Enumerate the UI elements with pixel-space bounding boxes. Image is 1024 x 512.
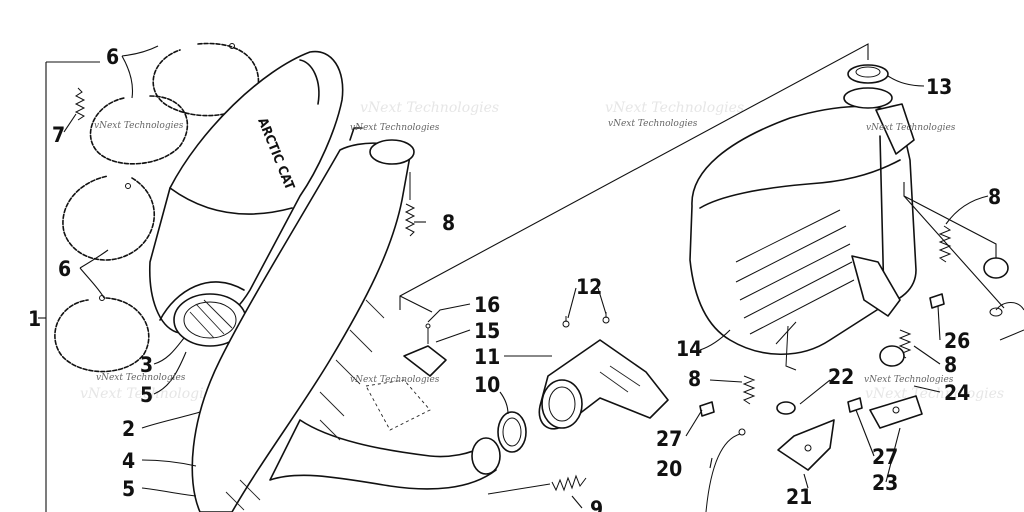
callout-label: 21 bbox=[786, 485, 812, 509]
callout-label: 1 bbox=[28, 307, 41, 331]
watermark-text: vNext Technologies bbox=[350, 375, 440, 385]
callout-label: 5 bbox=[122, 477, 135, 501]
watermark-text: vNext Technologies bbox=[350, 123, 440, 133]
callout-label: 7 bbox=[52, 123, 65, 147]
callout-leaders bbox=[63, 45, 989, 509]
callout-label: 9 bbox=[590, 497, 603, 512]
callout-label: 13 bbox=[926, 75, 952, 99]
callout-label: 6 bbox=[58, 257, 71, 281]
silencer-canister: ARCTIC CAT bbox=[149, 50, 344, 347]
mount-brackets bbox=[699, 257, 1024, 471]
callout-label: 11 bbox=[474, 345, 500, 369]
spring-7 bbox=[74, 87, 86, 121]
callout-label: 23 bbox=[872, 471, 898, 495]
exhaust-pipe bbox=[191, 127, 501, 512]
muffler-box bbox=[689, 64, 917, 371]
callout-label: 8 bbox=[944, 353, 957, 377]
watermark-labels: vNext Technologies vNext Technologies vN… bbox=[94, 119, 956, 385]
cable-20 bbox=[705, 428, 746, 512]
watermark-text: vNext Technologies bbox=[608, 119, 698, 129]
callout-label: 27 bbox=[872, 445, 898, 469]
callout-label: 3 bbox=[140, 353, 153, 377]
callout-label: 8 bbox=[442, 211, 455, 235]
assembly-leaders bbox=[399, 43, 1005, 313]
callout-label: 14 bbox=[676, 337, 702, 361]
flange-parts bbox=[497, 312, 669, 453]
background-watermarks: vNext Technologies vNext Technologies vN… bbox=[80, 100, 1004, 402]
watermark-text: vNext Technologies bbox=[866, 123, 956, 133]
callout-label: 26 bbox=[944, 329, 970, 353]
callout-numbers: 1 2 3 4 5 5 6 6 7 8 8 8 8 9 10 11 12 13 … bbox=[28, 45, 1001, 512]
callout-label: 16 bbox=[474, 293, 500, 317]
watermark-text: vNext Technologies bbox=[94, 121, 184, 131]
callout-label: 6 bbox=[106, 45, 119, 69]
callout-label: 8 bbox=[688, 367, 701, 391]
callout-label: 20 bbox=[656, 457, 682, 481]
callout-label: 12 bbox=[576, 275, 602, 299]
grommet-bracket bbox=[365, 323, 447, 431]
assembly-bracket bbox=[38, 61, 100, 512]
watermark-ghost: vNext Technologies bbox=[80, 386, 219, 402]
watermark-text: vNext Technologies bbox=[864, 375, 954, 385]
spring-8-pipe bbox=[404, 172, 416, 237]
watermark-ghost: vNext Technologies bbox=[865, 386, 1004, 402]
callout-label: 10 bbox=[474, 373, 500, 397]
callout-label: 2 bbox=[122, 417, 135, 441]
spring-9 bbox=[487, 474, 587, 495]
callout-label: 24 bbox=[944, 381, 970, 405]
callout-label: 8 bbox=[988, 185, 1001, 209]
callout-label: 22 bbox=[828, 365, 854, 389]
watermark-ghost: vNext Technologies bbox=[605, 100, 744, 116]
watermark-text: vNext Technologies bbox=[96, 373, 186, 383]
callout-label: 5 bbox=[140, 383, 153, 407]
watermark-ghost: vNext Technologies bbox=[360, 100, 499, 116]
callout-label: 27 bbox=[656, 427, 682, 451]
callout-label: 15 bbox=[474, 319, 500, 343]
callout-label: 4 bbox=[122, 449, 135, 473]
